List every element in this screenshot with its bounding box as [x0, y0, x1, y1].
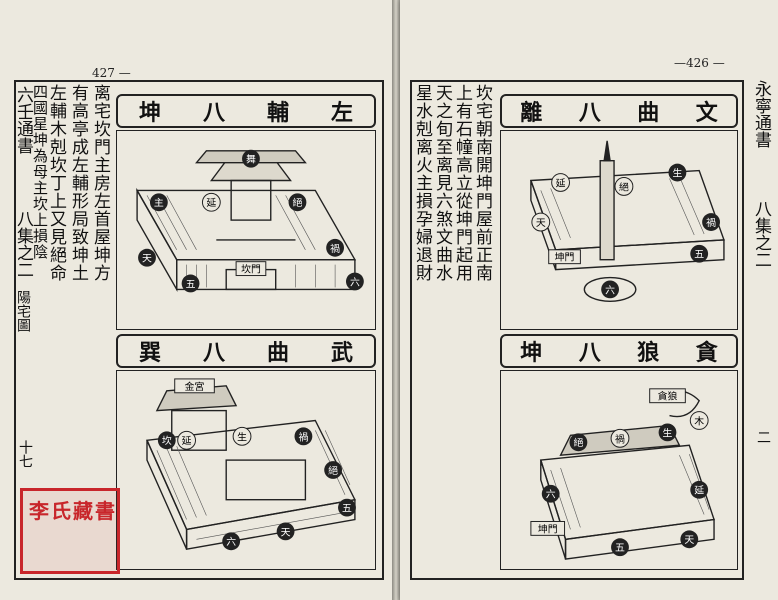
house-diagram-bottom: 貪狼 木 絕 禍 生 延 六 坤門 五 天	[500, 370, 738, 570]
body-column-4: 星水剋离火主損孕婦退財	[412, 84, 432, 282]
label-marker: 舞	[246, 154, 256, 166]
diagram-title-bottom: 巽 八 曲 武	[116, 334, 376, 368]
banner-char: 八	[578, 100, 601, 126]
banner-char: 八	[202, 100, 225, 126]
page-number: 427 —	[92, 66, 131, 80]
house-diagram-top: 舞 延 主 絕 天 禍 六 坎門 五	[116, 130, 376, 330]
banner-char: 輔	[266, 100, 289, 126]
left-page: 427 — 六壬通書 八集之二 陽宅圖 十七 离宅坎門主房左首屋坤方 有高亭成左…	[0, 0, 394, 600]
house-diagram-bottom: 金宮 坎 延 生 禍 五 六 天 絕	[116, 370, 376, 570]
chapter-subtitle: 陽宅圖	[15, 290, 31, 332]
page-number: —426 —	[674, 56, 725, 70]
label-marker: 生	[237, 430, 247, 443]
label-marker: 天	[142, 254, 152, 265]
banner-char: 貪	[695, 340, 718, 366]
diagram-title-top: 坤 八 輔 左	[116, 94, 376, 128]
diagram-title-top: 離 八 曲 文	[500, 94, 738, 128]
label-marker: 六	[350, 276, 360, 288]
banner-char: 武	[330, 340, 353, 366]
label-marker: 坎門	[241, 263, 261, 276]
label-marker: 天	[281, 527, 291, 538]
body-column-3: 左輔木剋坎丁上又見絕命	[46, 84, 66, 282]
label-marker: 貪狼	[658, 390, 678, 403]
side-title: 六壬通書	[13, 86, 33, 154]
page-frame	[410, 80, 744, 580]
house-diagram-top: 延 生 天 禍 五 坤門 絕 六	[500, 130, 738, 330]
label-marker: 天	[536, 218, 546, 229]
chapter-title: 八集之二	[751, 200, 771, 268]
label-marker: 木	[694, 415, 704, 427]
label-marker: 禍	[615, 432, 625, 445]
body-column-1: 离宅坎門主房左首屋坤方	[90, 84, 110, 282]
label-marker: 絕	[328, 464, 338, 477]
banner-char: 坤	[138, 100, 161, 126]
label-marker: 延	[694, 485, 704, 497]
page-mark: 二	[755, 430, 771, 444]
body-column-2: 上有石幢高立從坤門起用	[452, 84, 472, 282]
diagram-title-bottom: 坤 八 狼 貪	[500, 334, 738, 368]
label-marker: 五	[694, 250, 704, 261]
label-marker: 禍	[330, 242, 340, 255]
banner-char: 離	[520, 100, 543, 126]
banner-char: 八	[202, 340, 225, 366]
label-marker: 禍	[706, 216, 716, 229]
book-gutter	[392, 0, 402, 600]
label-marker: 五	[615, 543, 625, 554]
label-marker: 延	[556, 177, 566, 189]
house-drawing: 貪狼 木 絕 禍 生 延 六 坤門 五 天	[530, 388, 715, 560]
label-marker: 六	[546, 489, 556, 501]
label-marker: 絕	[293, 196, 303, 209]
label-marker: 坤門	[538, 522, 558, 535]
label-marker: 生	[672, 167, 682, 180]
chapter-title: 八集之二	[13, 210, 33, 278]
body-column-3: 天之旬至离見六煞文曲水	[432, 84, 452, 282]
collector-seal: 李氏藏書	[20, 488, 120, 574]
page-frame	[14, 80, 384, 580]
label-marker: 坎	[162, 434, 172, 447]
banner-char: 文	[695, 100, 718, 126]
house-drawing: 金宮 坎 延 生 禍 五 六 天 絕	[145, 378, 356, 551]
banner-char: 巽	[138, 340, 161, 366]
label-marker: 禍	[298, 430, 308, 443]
seal-text: 李氏藏書	[29, 499, 117, 523]
body-column-1: 坎宅朝南開坤門屋前正南	[472, 84, 492, 282]
banner-char: 曲	[266, 340, 289, 366]
label-marker: 延	[182, 435, 192, 447]
label-marker: 天	[684, 535, 694, 546]
banner-char: 坤	[520, 340, 543, 366]
banner-char: 狼	[637, 340, 660, 366]
label-marker: 金宮	[185, 380, 205, 393]
right-page: —426 — 坎宅朝南開坤門屋前正南 上有石幢高立從坤門起用 天之旬至离見六煞文…	[400, 0, 778, 600]
label-marker: 絕	[573, 436, 583, 449]
label-marker: 主	[154, 197, 164, 209]
body-column-4: 四國星坤為母主坎上損陰	[31, 84, 49, 260]
banner-char: 八	[578, 340, 601, 366]
label-marker: 五	[342, 504, 352, 515]
label-marker: 六	[605, 284, 615, 296]
house-drawing: 舞 延 主 絕 天 禍 六 坎門 五	[135, 149, 364, 293]
label-marker: 生	[663, 426, 673, 439]
label-marker: 延	[206, 197, 216, 209]
page-mark: 十七	[17, 440, 33, 468]
label-marker: 六	[226, 536, 236, 548]
house-drawing: 延 生 天 禍 五 坤門 絕 六	[529, 140, 725, 302]
label-marker: 坤門	[555, 251, 575, 264]
body-column-2: 有高亭成左輔形局致坤土	[68, 84, 88, 282]
side-title: 永寧通書	[751, 80, 771, 148]
banner-char: 曲	[637, 100, 660, 126]
label-marker: 五	[186, 279, 196, 290]
label-marker: 絕	[619, 180, 629, 193]
banner-char: 左	[330, 100, 353, 126]
